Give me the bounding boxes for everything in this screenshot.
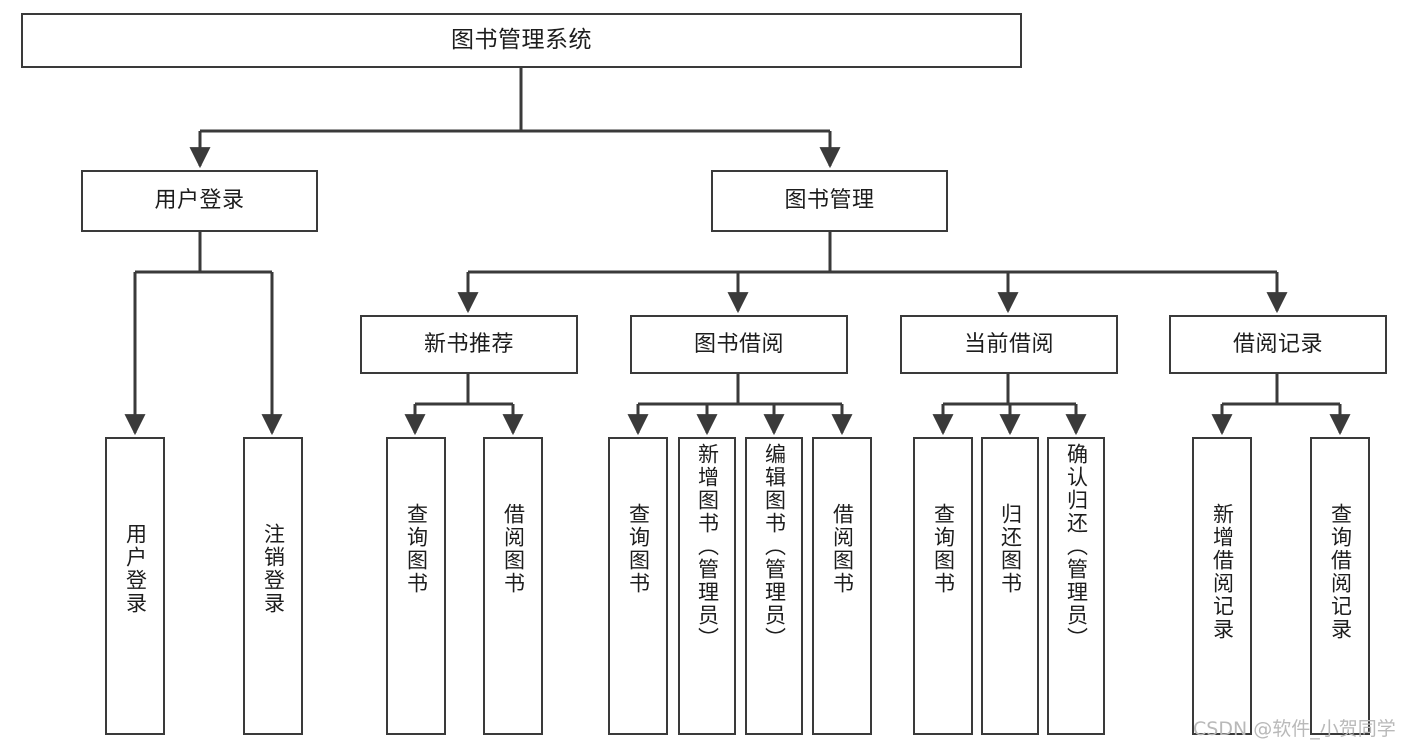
node-leaf-return-book[interactable]: 归还图书 <box>981 437 1039 735</box>
node-leaf-query-book-rec[interactable]: 查询图书 <box>386 437 446 735</box>
node-borrow-record[interactable]: 借阅记录 <box>1169 315 1387 374</box>
node-leaf-edit-book-admin[interactable]: 编辑图书（管理员） <box>745 437 803 735</box>
node-current-borrow-label: 当前借阅 <box>963 331 1054 357</box>
node-leaf-return-book-label: 归还图书 <box>998 503 1023 595</box>
node-leaf-borrow-book[interactable]: 借阅图书 <box>812 437 872 735</box>
node-new-book-recommend-label: 新书推荐 <box>423 331 514 357</box>
node-leaf-query-book-borrow-label: 查询图书 <box>626 503 651 595</box>
node-root-label: 图书管理系统 <box>451 27 592 54</box>
node-leaf-logout-login-label: 注销登录 <box>261 523 286 615</box>
node-leaf-query-book-borrow[interactable]: 查询图书 <box>608 437 668 735</box>
node-leaf-edit-book-admin-label: 编辑图书（管理员） <box>762 443 787 650</box>
node-borrow-record-label: 借阅记录 <box>1232 331 1323 357</box>
node-leaf-query-borrow-record-label: 查询借阅记录 <box>1328 503 1353 641</box>
node-leaf-query-book-rec-label: 查询图书 <box>404 503 429 595</box>
node-leaf-borrow-book-rec[interactable]: 借阅图书 <box>483 437 543 735</box>
node-root[interactable]: 图书管理系统 <box>21 13 1022 68</box>
node-leaf-add-borrow-record[interactable]: 新增借阅记录 <box>1192 437 1252 735</box>
node-book-manage-label: 图书管理 <box>784 188 875 214</box>
node-leaf-user-login[interactable]: 用户登录 <box>105 437 165 735</box>
node-user-login[interactable]: 用户登录 <box>81 170 318 232</box>
node-book-borrow-label: 图书借阅 <box>693 331 784 357</box>
node-leaf-confirm-return-admin-label: 确认归还（管理员） <box>1064 443 1089 650</box>
node-leaf-logout-login[interactable]: 注销登录 <box>243 437 303 735</box>
node-user-login-label: 用户登录 <box>154 188 245 214</box>
node-leaf-borrow-book-label: 借阅图书 <box>830 503 855 595</box>
node-new-book-recommend[interactable]: 新书推荐 <box>360 315 578 374</box>
node-book-manage[interactable]: 图书管理 <box>711 170 948 232</box>
node-leaf-borrow-book-rec-label: 借阅图书 <box>501 503 526 595</box>
node-leaf-confirm-return-admin[interactable]: 确认归还（管理员） <box>1047 437 1105 735</box>
node-leaf-user-login-label: 用户登录 <box>123 523 148 615</box>
node-current-borrow[interactable]: 当前借阅 <box>900 315 1118 374</box>
node-leaf-add-book-admin[interactable]: 新增图书（管理员） <box>678 437 736 735</box>
node-leaf-add-book-admin-label: 新增图书（管理员） <box>695 443 720 650</box>
node-leaf-query-borrow-record[interactable]: 查询借阅记录 <box>1310 437 1370 735</box>
node-leaf-add-borrow-record-label: 新增借阅记录 <box>1210 503 1235 641</box>
node-book-borrow[interactable]: 图书借阅 <box>630 315 848 374</box>
csdn-watermark: CSDN @软件_小贺同学 <box>1193 718 1396 740</box>
node-leaf-query-book-current[interactable]: 查询图书 <box>913 437 973 735</box>
node-leaf-query-book-current-label: 查询图书 <box>931 503 956 595</box>
